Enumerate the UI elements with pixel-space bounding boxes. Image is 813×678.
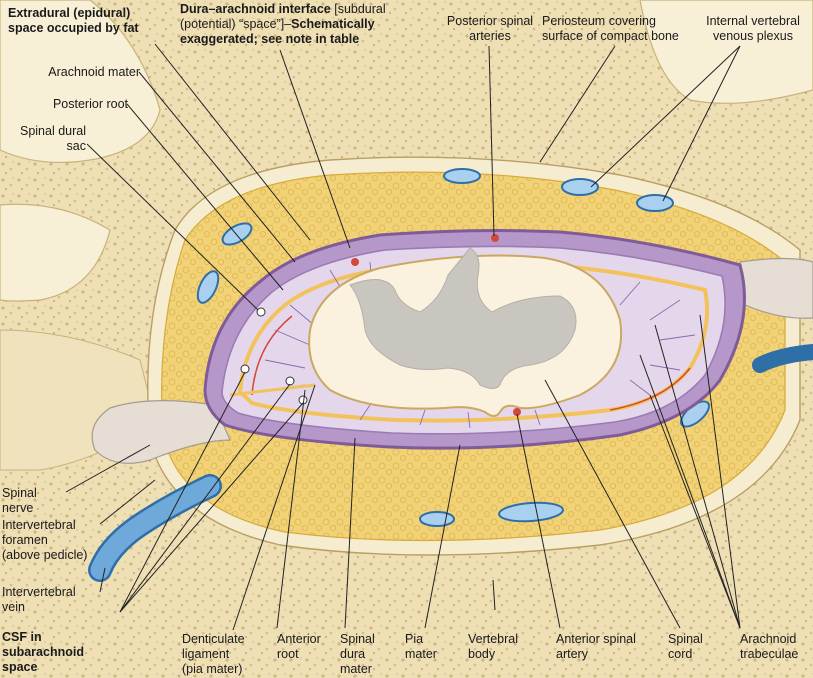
left-spinal-nerve — [91, 400, 231, 464]
gray-matter — [349, 247, 577, 389]
label-csf-subarachnoid: CSF in subarachnoid space — [2, 630, 84, 674]
label-dura-arachnoid-interface: Dura–arachnoid interface [subdural (pote… — [180, 2, 386, 46]
label-spinal-nerve: Spinal nerve — [2, 486, 37, 515]
label-spinal-dura-mater: Spinal dura mater — [340, 632, 375, 676]
label-anterior-spinal-artery: Anterior spinal artery — [556, 632, 636, 661]
label-spinal-dural-sac: Spinal dural sac — [19, 124, 86, 153]
right-spinal-nerve — [739, 257, 813, 319]
csf-markers — [240, 307, 308, 405]
spinal-arteries — [351, 234, 521, 416]
label-arachnoid-trabeculae: Arachnoid trabeculae — [740, 632, 799, 661]
left-lamina-top — [0, 0, 161, 164]
label-intervertebral-vein: Intervertebral vein — [2, 585, 76, 614]
right-lamina-top — [639, 0, 813, 104]
label-vertebral-body: Vertebral body — [468, 632, 519, 661]
label-pia-mater: Pia mater — [405, 632, 437, 661]
label-spinal-cord-anterior: Spinal cord — [668, 632, 703, 661]
denticulate-ligament — [229, 383, 316, 397]
label-posterior-spinal-arteries: Posterior spinal arteries — [446, 14, 534, 43]
venous-plexus — [196, 168, 711, 527]
label-periosteum: Periosteum covering surface of compact b… — [542, 14, 679, 43]
leader-lines — [65, 43, 741, 631]
label-internal-venous-plexus: Internal vertebral venous plexus — [706, 14, 800, 43]
label-arachnoid-mater: Arachnoid mater — [48, 65, 140, 79]
label-intervertebral-foramen: Intervertebral foramen (above pedicle) — [2, 518, 88, 562]
label-denticulate-ligament: Denticulate ligament (pia mater) — [182, 632, 245, 676]
label-anterior-root: Anterior root — [277, 632, 321, 661]
label-posterior-root: Posterior root — [52, 97, 128, 111]
left-lamina-mid — [0, 203, 111, 302]
label-extradural-space: Extradural (epidural) space occupied by … — [8, 6, 139, 35]
